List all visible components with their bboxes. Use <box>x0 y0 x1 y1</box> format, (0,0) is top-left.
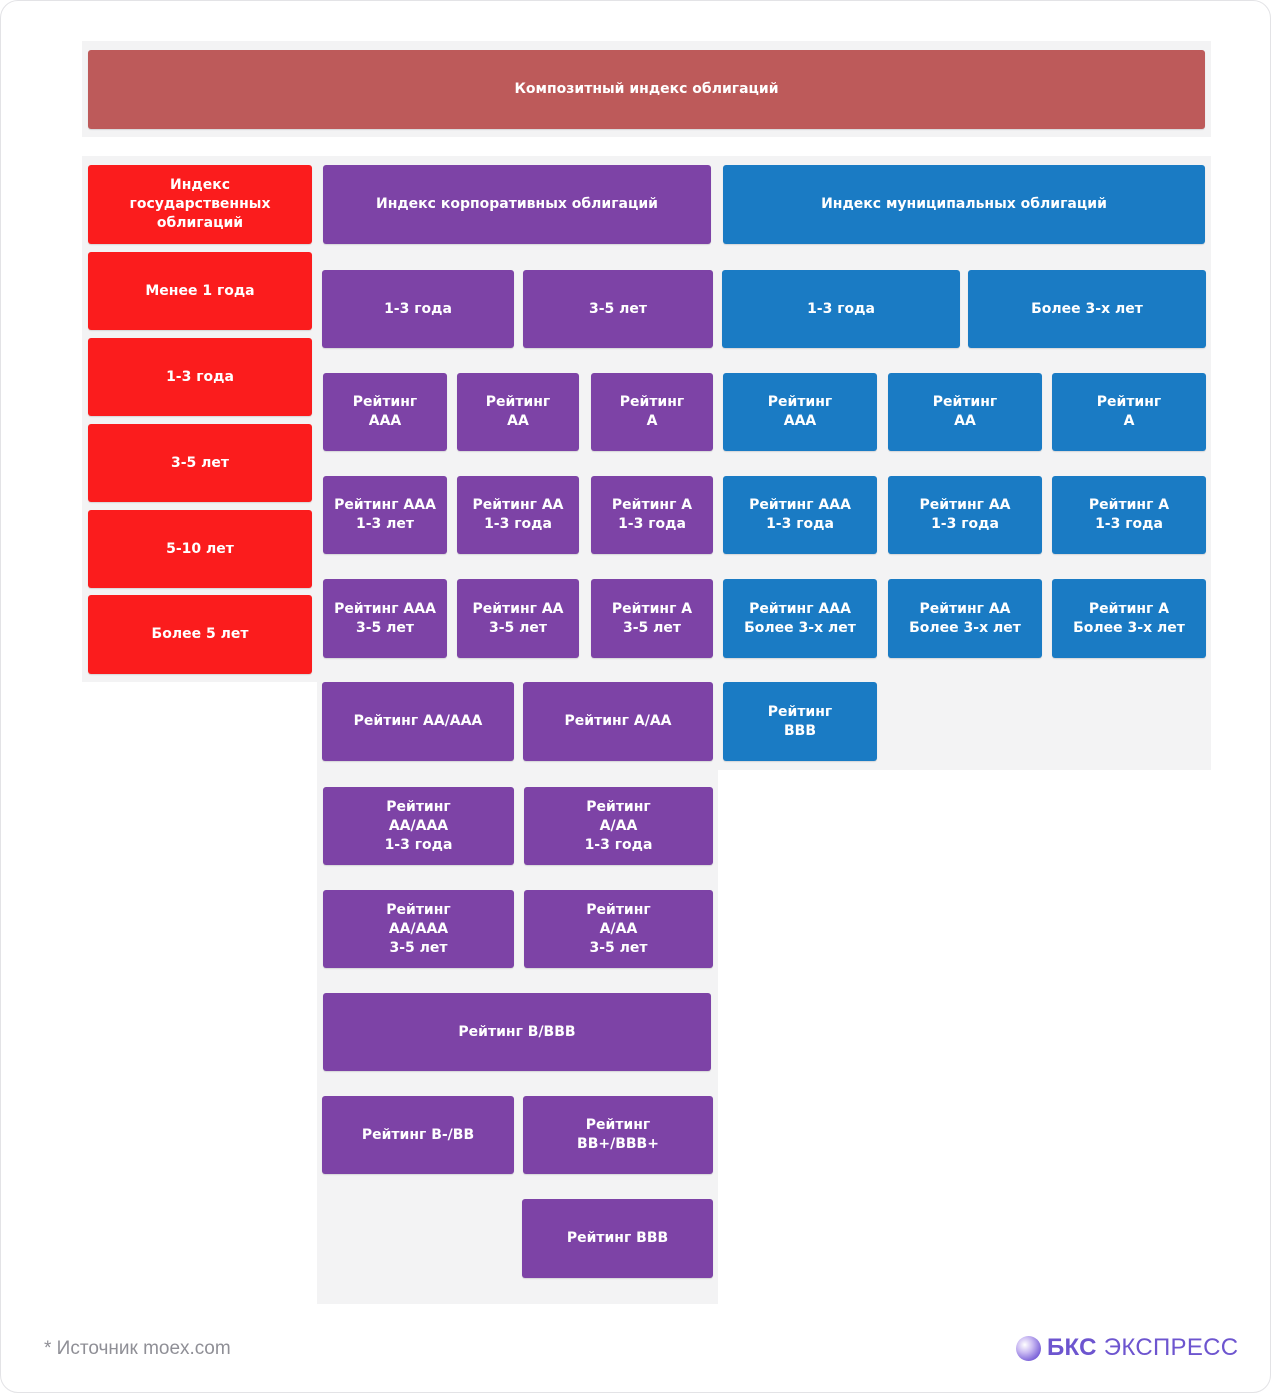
corp-rating-a-aa-3-5y: Рейтинг А/АА 3-5 лет <box>524 890 713 968</box>
composite-index-box: Композитный индекс облигаций <box>88 50 1205 129</box>
logo-text: БКС ЭКСПРЕСС <box>1047 1334 1238 1362</box>
logo-text-rest: ЭКСПРЕСС <box>1103 1334 1239 1361</box>
muni-rating-aa: Рейтинг АА <box>888 373 1042 451</box>
muni-rating-aaa-1-3y: Рейтинг ААА 1-3 года <box>723 476 877 554</box>
corp-rating-aa-aaa-1-3y: Рейтинг АА/ААА 1-3 года <box>323 787 514 865</box>
corp-rating-aaa-3-5y: Рейтинг ААА 3-5 лет <box>323 579 447 658</box>
muni-rating-aa-1-3y: Рейтинг АА 1-3 года <box>888 476 1042 554</box>
municipal-panel <box>717 156 1211 770</box>
corp-rating-bbb: Рейтинг ВВВ <box>522 1199 713 1278</box>
gov-index-header: Индекс государственных облигаций <box>88 165 312 244</box>
muni-index-header: Индекс муниципальных облигаций <box>723 165 1205 244</box>
corp-rating-aa-3-5y: Рейтинг АА 3-5 лет <box>457 579 579 658</box>
corp-index-header: Индекс корпоративных облигаций <box>323 165 711 244</box>
corp-term-3-5y: 3-5 лет <box>523 270 713 348</box>
muni-rating-a: Рейтинг А <box>1052 373 1206 451</box>
muni-rating-a-1-3y: Рейтинг А 1-3 года <box>1052 476 1206 554</box>
logo-sphere-icon <box>1016 1335 1041 1361</box>
corp-rating-aa: Рейтинг АА <box>457 373 579 451</box>
corp-rating-a: Рейтинг А <box>591 373 713 451</box>
corp-rating-bbplus-bbbplus: Рейтинг ВВ+/ВВВ+ <box>523 1096 713 1174</box>
gov-term-3-5y: 3-5 лет <box>88 424 312 502</box>
corp-rating-a-3-5y: Рейтинг А 3-5 лет <box>591 579 713 658</box>
corp-rating-aa-aaa: Рейтинг АА/ААА <box>322 682 514 761</box>
corp-rating-a-aa-1-3y: Рейтинг А/АА 1-3 года <box>524 787 713 865</box>
muni-rating-a-over-3y: Рейтинг А Более 3-х лет <box>1052 579 1206 658</box>
muni-rating-aaa: Рейтинг ААА <box>723 373 877 451</box>
gov-term-5-10y: 5-10 лет <box>88 510 312 588</box>
gov-term-over-5y: Более 5 лет <box>88 595 312 674</box>
muni-term-1-3y: 1-3 года <box>722 270 960 348</box>
corp-rating-aa-1-3y: Рейтинг АА 1-3 года <box>457 476 579 554</box>
gov-term-under-1y: Менее 1 года <box>88 252 312 330</box>
corp-term-1-3y: 1-3 года <box>322 270 514 348</box>
bcs-express-logo[interactable]: БКС ЭКСПРЕСС <box>1016 1334 1238 1362</box>
corp-rating-b-bbb: Рейтинг В/ВВВ <box>323 993 711 1071</box>
logo-text-bold: БКС <box>1047 1334 1097 1361</box>
corp-rating-a-aa: Рейтинг А/АА <box>523 682 713 761</box>
corp-rating-aaa: Рейтинг ААА <box>323 373 447 451</box>
corp-rating-aaa-1-3y: Рейтинг ААА 1-3 лет <box>323 476 447 554</box>
corp-rating-bminus-bb: Рейтинг В-/ВВ <box>322 1096 514 1174</box>
muni-rating-bbb: Рейтинг ВВВ <box>723 682 877 761</box>
source-note: * Источник moex.com <box>44 1338 231 1359</box>
corp-rating-a-1-3y: Рейтинг А 1-3 года <box>591 476 713 554</box>
muni-term-over-3y: Более 3-х лет <box>968 270 1206 348</box>
muni-rating-aaa-over-3y: Рейтинг ААА Более 3-х лет <box>723 579 877 658</box>
muni-rating-aa-over-3y: Рейтинг АА Более 3-х лет <box>888 579 1042 658</box>
corp-rating-aa-aaa-3-5y: Рейтинг АА/ААА 3-5 лет <box>323 890 514 968</box>
gov-term-1-3y: 1-3 года <box>88 338 312 416</box>
